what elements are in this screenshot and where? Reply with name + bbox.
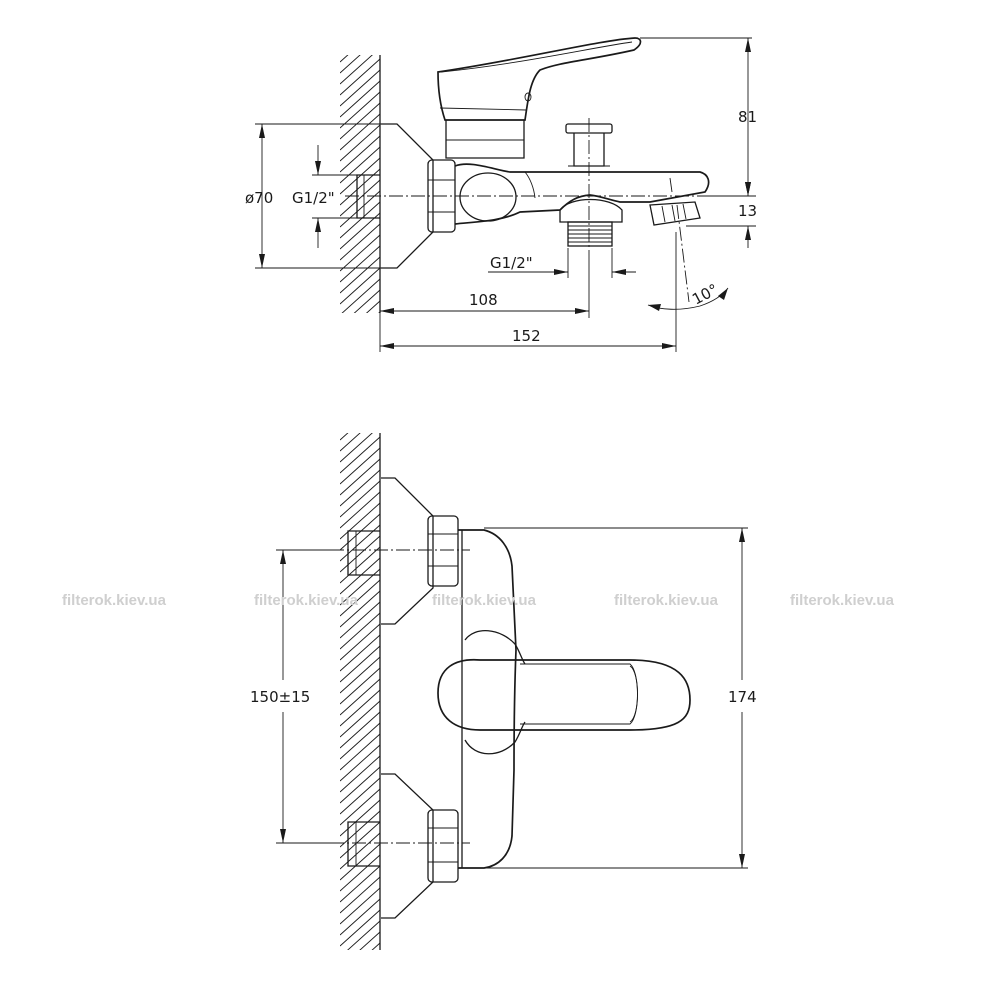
side-view: 81 13 ø70 G1/2" G1/2" 108 <box>245 37 757 352</box>
mixer-body-front <box>458 529 517 869</box>
dim-outlet-thread: G1/2" <box>490 254 533 272</box>
dim-center-distance: 150±15 <box>250 688 310 706</box>
wall-hatch-bottom <box>340 433 381 950</box>
dim-174: 174 <box>728 688 757 706</box>
dim-81: 81 <box>738 108 757 126</box>
front-view: 150±15 174 <box>250 433 757 950</box>
lever-handle-front <box>437 629 691 755</box>
watermark-1: filterok.kiev.ua <box>62 592 167 609</box>
watermark-4: filterok.kiev.ua <box>614 592 719 609</box>
watermark-2: filterok.kiev.ua <box>254 592 359 609</box>
dim-108: 108 <box>469 291 498 309</box>
watermark-3: filterok.kiev.ua <box>432 592 537 609</box>
dim-13: 13 <box>738 202 757 220</box>
watermark-row: filterok.kiev.ua filterok.kiev.ua filter… <box>62 592 895 609</box>
lower-inlet-fitting <box>347 773 459 919</box>
spout-aerator <box>649 201 701 226</box>
outlet-thread <box>559 198 623 247</box>
dim-flange-diameter: ø70 <box>245 189 273 207</box>
dim-152: 152 <box>512 327 541 345</box>
wall-hatch-top <box>340 55 381 313</box>
upper-inlet-fitting <box>347 477 459 625</box>
mixer-body-side <box>454 163 710 225</box>
inlet-pipe <box>356 174 380 219</box>
dim-spout-angle: 10° <box>689 280 721 308</box>
watermark-5: filterok.kiev.ua <box>790 592 895 609</box>
dim-inlet-thread: G1/2" <box>292 189 335 207</box>
handle-side <box>437 37 642 159</box>
